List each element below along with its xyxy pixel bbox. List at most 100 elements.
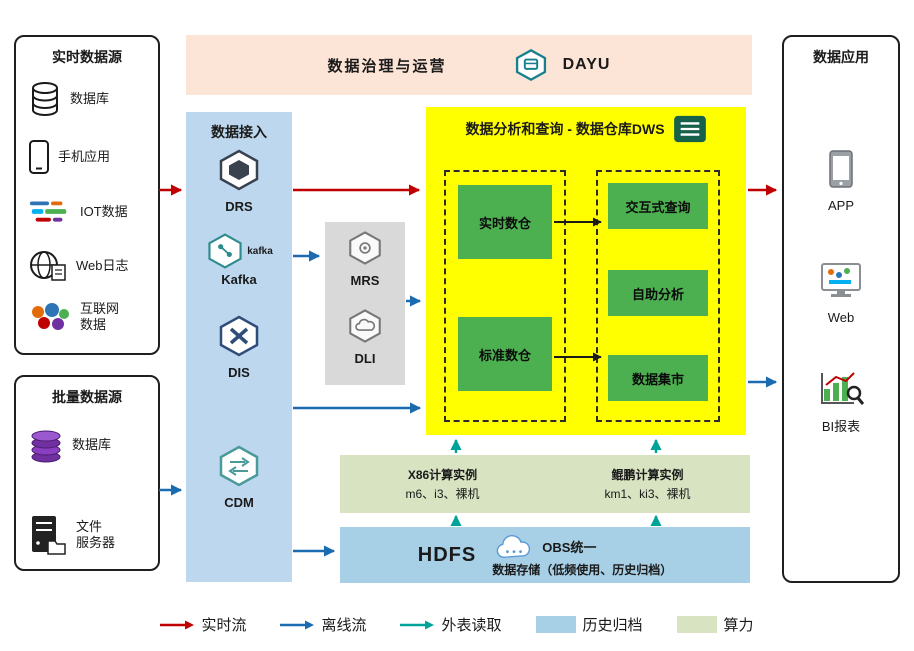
service-mrs: MRS [325,230,405,288]
dis-icon [219,315,259,357]
legend-label: 实时流 [201,617,247,634]
drs-icon [219,149,259,191]
database-purple-icon [31,430,61,463]
compute-panel: X86计算实例 m6、i3、裸机 鲲鹏计算实例 km1、ki3、裸机 [340,455,750,513]
app-label: Web [827,310,855,325]
service-label: Kafka [221,272,257,287]
kunpeng-title: 鲲鹏计算实例 [611,468,684,482]
interactive-query-box: 交互式查询 [608,183,708,229]
x86-spec: m6、i3、裸机 [405,487,480,501]
data-mart-box: 数据集市 [608,355,708,401]
red-arrow-icon [160,620,195,629]
source-label: 数据库 [72,436,112,452]
source-label: 数据库 [70,90,110,106]
file-server-icon [32,516,66,555]
app-label: APP [827,198,854,213]
service-kafka: kafka Kafka [186,232,292,287]
data-applications-title: 数据应用 [813,49,869,65]
database-icon [32,82,58,117]
cdm-icon [219,445,259,487]
legend-label: 离线流 [321,617,367,634]
archive-swatch [535,616,576,633]
source-label: 互联网 数据 [80,300,120,332]
legend-external: 外表读取 [400,614,502,635]
realtime-sources-title: 实时数据源 [52,49,122,65]
dayu-label: DAYU [562,56,611,73]
kafka-icon [208,233,242,269]
iot-icon [29,201,67,222]
kafka-logo-text: kafka [247,245,273,257]
data-applications-box: 数据应用 APP Web [782,35,900,583]
batch-sources-box: 批量数据源 数据库 文件 服务器 [14,375,160,571]
dayu-icon [515,48,546,82]
analytics-group [596,170,720,422]
x86-title: X86计算实例 [407,468,478,482]
service-label: DRS [225,199,253,214]
banner-title: 数据治理与运营 [327,57,447,75]
list-item: 文件 服务器 [28,509,154,561]
list-item: Web日志 [28,246,154,286]
dws-panel: 数据分析和查询 - 数据仓库DWS 实时数仓 标准数仓 交互式查询 自助分析 数… [426,107,746,435]
dws-icon [673,115,706,143]
legend-label: 算力 [723,617,754,634]
kunpeng-spec: km1、ki3、裸机 [604,487,691,501]
data-ingestion-panel: 数据接入 DRS kafka Kafka [186,112,292,582]
x86-compute: X86计算实例 m6、i3、裸机 [340,455,545,513]
legend-label: 历史归档 [582,617,643,634]
obs-block: OBS统一 数据存储（低频使用、历史归档） [492,533,672,578]
list-item: BI报表 [784,367,898,435]
dli-icon [349,309,381,343]
data-ingestion-title: 数据接入 [211,124,267,140]
list-item: Web [784,261,898,325]
teal-arrow-icon [400,620,435,629]
web-log-icon [30,251,66,281]
source-label: 手机应用 [58,148,111,164]
batch-sources-title: 批量数据源 [52,389,122,405]
service-label: DLI [354,351,376,366]
dws-title: 数据分析和查询 - 数据仓库DWS [465,121,665,137]
legend-archive: 历史归档 [535,614,643,635]
source-label: 文件 服务器 [76,518,116,550]
internet-data-icon [32,303,69,330]
list-item: 互联网 数据 [28,297,154,337]
app-label: BI报表 [821,419,861,434]
service-drs: DRS [186,148,292,214]
blue-arrow-icon [280,620,315,629]
standard-warehouse-box: 标准数仓 [458,317,552,391]
web-monitor-icon [821,263,861,297]
list-item: IOT数据 [28,192,154,232]
legend-label: 外表读取 [441,617,502,634]
list-item: 数据库 [28,425,154,465]
source-label: Web日志 [76,257,129,273]
legend: 实时流 离线流 外表读取 历史归档 算力 [0,614,914,635]
mrs-icon [349,231,381,265]
processing-panel: MRS DLI [325,222,405,385]
service-label: CDM [224,495,254,510]
self-service-analysis-box: 自助分析 [608,270,708,316]
service-cdm: CDM [186,444,292,510]
realtime-warehouse-box: 实时数仓 [458,185,552,259]
list-item: 手机应用 [28,137,154,177]
obs-subtitle: 数据存储（低频使用、历史归档） [492,562,673,577]
dws-title-row: 数据分析和查询 - 数据仓库DWS [426,115,746,143]
source-label: IOT数据 [80,203,128,219]
service-dis: DIS [186,314,292,380]
obs-cloud-icon [496,534,531,558]
phone-icon [29,140,49,174]
hdfs-label: HDFS [417,543,477,566]
legend-compute: 算力 [676,614,754,635]
governance-banner: 数据治理与运营 DAYU [186,35,752,95]
storage-panel: HDFS OBS统一 数据存储（低频使用、历史归档） [340,527,750,583]
bi-report-icon [821,372,865,405]
warehouse-group [444,170,566,422]
service-dli: DLI [325,308,405,366]
compute-swatch [676,616,717,633]
realtime-sources-box: 实时数据源 数据库 手机应用 I [14,35,160,355]
list-item: 数据库 [28,79,154,119]
obs-title: OBS统一 [542,540,597,555]
legend-realtime: 实时流 [160,614,246,635]
kunpeng-compute: 鲲鹏计算实例 km1、ki3、裸机 [545,455,750,513]
list-item: APP [784,149,898,213]
service-label: MRS [350,273,380,288]
